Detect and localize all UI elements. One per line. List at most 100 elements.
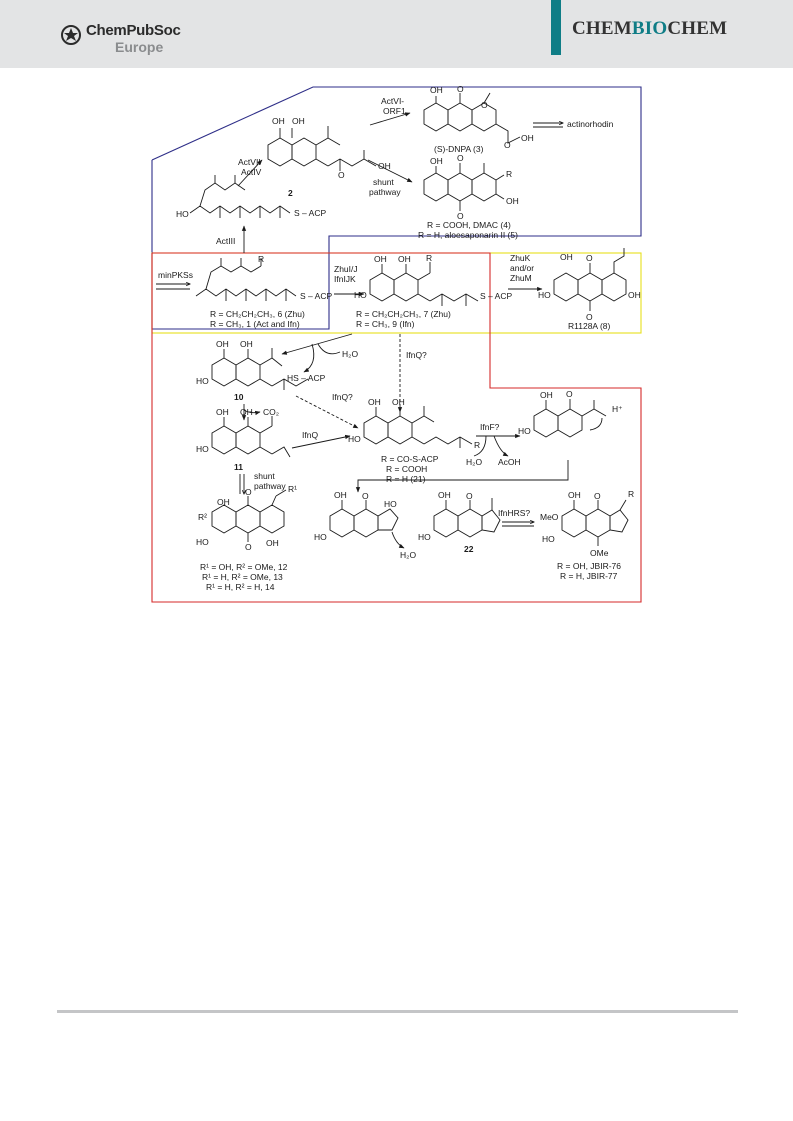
arrow-shunt-1 xyxy=(367,159,413,183)
enzyme-actvii: ActVII xyxy=(238,157,261,167)
enzyme-zhum: ZhuM xyxy=(510,273,532,283)
r1128a-ho: HO xyxy=(538,290,551,300)
enzyme-actiii: ActIII xyxy=(216,236,235,246)
c7-oh-1: OH xyxy=(374,254,387,264)
compound-1-label: R = CH₃, 1 (Act and Ifn) xyxy=(210,319,300,329)
compound-14-label: R¹ = H, R² = H, 14 xyxy=(206,582,275,592)
arrow-ifnq-dashed-2 xyxy=(295,395,359,429)
arrow-ifnq xyxy=(291,434,351,449)
product-r1128a: R1128A (8) xyxy=(568,321,611,331)
chain-ho: HO xyxy=(176,209,189,219)
dnpa-oh-2: OH xyxy=(521,133,534,143)
compound-10-structure xyxy=(211,348,309,390)
enzyme-shunt-2: shunt xyxy=(254,471,275,481)
footer-divider xyxy=(57,1010,738,1013)
dnpa-o-3: O xyxy=(504,140,511,150)
c2-o-1: O xyxy=(338,170,345,180)
dmac-o-1: O xyxy=(457,153,464,163)
chempubsoc-star-icon xyxy=(61,25,81,45)
dmac-oh-2: OH xyxy=(506,196,519,206)
misc-acoh: AcOH xyxy=(498,457,521,467)
c7-s-acp: S – ACP xyxy=(480,291,512,301)
publisher-name: ChemPubSoc xyxy=(86,22,181,39)
int-ho: HO xyxy=(518,426,531,436)
publisher-region: Europe xyxy=(115,39,164,55)
dnpa-oh: OH xyxy=(430,85,443,95)
enzyme-actvi: ActVI- xyxy=(381,96,404,106)
compound-9-label: R = CH₃, 9 (Ifn) xyxy=(356,319,415,329)
enzyme-shunt-1b: pathway xyxy=(369,187,401,197)
hemiketal-structure xyxy=(329,500,399,538)
blue-box-act-pathway xyxy=(151,86,642,330)
enzyme-zhuij: ZhuI/J xyxy=(334,264,358,274)
compound-7-label: R = CH₂CH₂CH₃, 7 (Zhu) xyxy=(356,309,451,319)
page-header: ChemPubSoc Europe CHEMBIOCHEM xyxy=(0,0,793,68)
compound-label-22: 22 xyxy=(464,544,474,554)
jbir-o-1: O xyxy=(594,491,601,501)
int-o-1: O xyxy=(566,389,573,399)
compound-6-label: R = CH₂CH₂CH₃, 6 (Zhu) xyxy=(210,309,305,319)
c12-ho: HO xyxy=(196,537,209,547)
hk-o-1: O xyxy=(362,491,369,501)
dmac-structure xyxy=(423,163,505,211)
enzyme-orf1: ORF1 xyxy=(383,106,406,116)
dnpa-o-1: O xyxy=(457,84,464,94)
misc-h2o-1: H₂O xyxy=(342,349,358,359)
arrow-actvi-orf1 xyxy=(369,112,411,126)
compound-21-label-c: R = H (21) xyxy=(386,474,426,484)
c12-oh-2: OH xyxy=(266,538,279,548)
compound-22-structure xyxy=(433,498,501,538)
arrow-h2o-out-3 xyxy=(391,531,405,549)
dmac-r: R xyxy=(506,169,512,179)
int-oh: OH xyxy=(540,390,553,400)
c12-oh-1: OH xyxy=(217,497,230,507)
journal-title-part1: CHEM xyxy=(572,18,632,39)
enzyme-activ: ActIV xyxy=(241,167,262,177)
product-jbir77: R = H, JBIR-77 xyxy=(560,571,618,581)
misc-co2: CO₂ xyxy=(263,407,279,417)
compound-2-structure xyxy=(267,126,377,171)
compound-11-structure xyxy=(211,416,291,458)
dmac-o-2: O xyxy=(457,211,464,221)
jbir-meo: MeO xyxy=(540,512,559,522)
compound-6-1-chain xyxy=(195,258,297,301)
c10-oh-2: OH xyxy=(240,339,253,349)
product-actinorhodin: actinorhodin xyxy=(567,119,614,129)
misc-hs-acp: HS – ACP xyxy=(287,373,326,383)
misc-h2o-2: H₂O xyxy=(466,457,482,467)
misc-h2o-3: H₂O xyxy=(400,550,416,560)
compound-7-9-structure xyxy=(369,262,479,306)
c10-ho: HO xyxy=(196,376,209,386)
c6-r: R xyxy=(258,254,264,264)
r1128a-structure xyxy=(553,248,627,311)
journal-title-part3: CHEM xyxy=(667,18,728,39)
compound-21-structure xyxy=(363,406,473,448)
dmac-oh: OH xyxy=(430,156,443,166)
r1128a-oh-1: OH xyxy=(560,252,573,262)
jbir-r: R xyxy=(628,489,634,499)
arrow-h2o-in xyxy=(317,343,341,355)
c2-oh-1: OH xyxy=(272,116,285,126)
chain-s-acp: S – ACP xyxy=(294,208,326,218)
arrow-acoh-out xyxy=(493,435,509,457)
c22-ho: HO xyxy=(418,532,431,542)
arrow-to-hemiketal xyxy=(355,460,569,493)
compound-21-label-b: R = COOH xyxy=(386,464,427,474)
r1128a-o-1: O xyxy=(586,253,593,263)
compound-label-11: 11 xyxy=(234,462,243,472)
jbir-ho: HO xyxy=(542,534,555,544)
c11-oh-1: OH xyxy=(216,407,229,417)
enzyme-andor: and/or xyxy=(510,263,534,273)
c7-ho: HO xyxy=(354,290,367,300)
c12-o-1: O xyxy=(245,487,252,497)
hk-ho-2: HO xyxy=(314,532,327,542)
c12-o-2: O xyxy=(245,542,252,552)
enzyme-ifnf: IfnF? xyxy=(480,422,500,432)
compound-12-label: R¹ = OH, R² = OMe, 12 xyxy=(200,562,288,572)
c21-oh-1: OH xyxy=(368,397,381,407)
dnpa-structure xyxy=(423,92,521,144)
cyclisation-intermediate-structure xyxy=(533,399,607,438)
jbir-ome: OMe xyxy=(590,548,609,558)
c22-oh: OH xyxy=(438,490,451,500)
